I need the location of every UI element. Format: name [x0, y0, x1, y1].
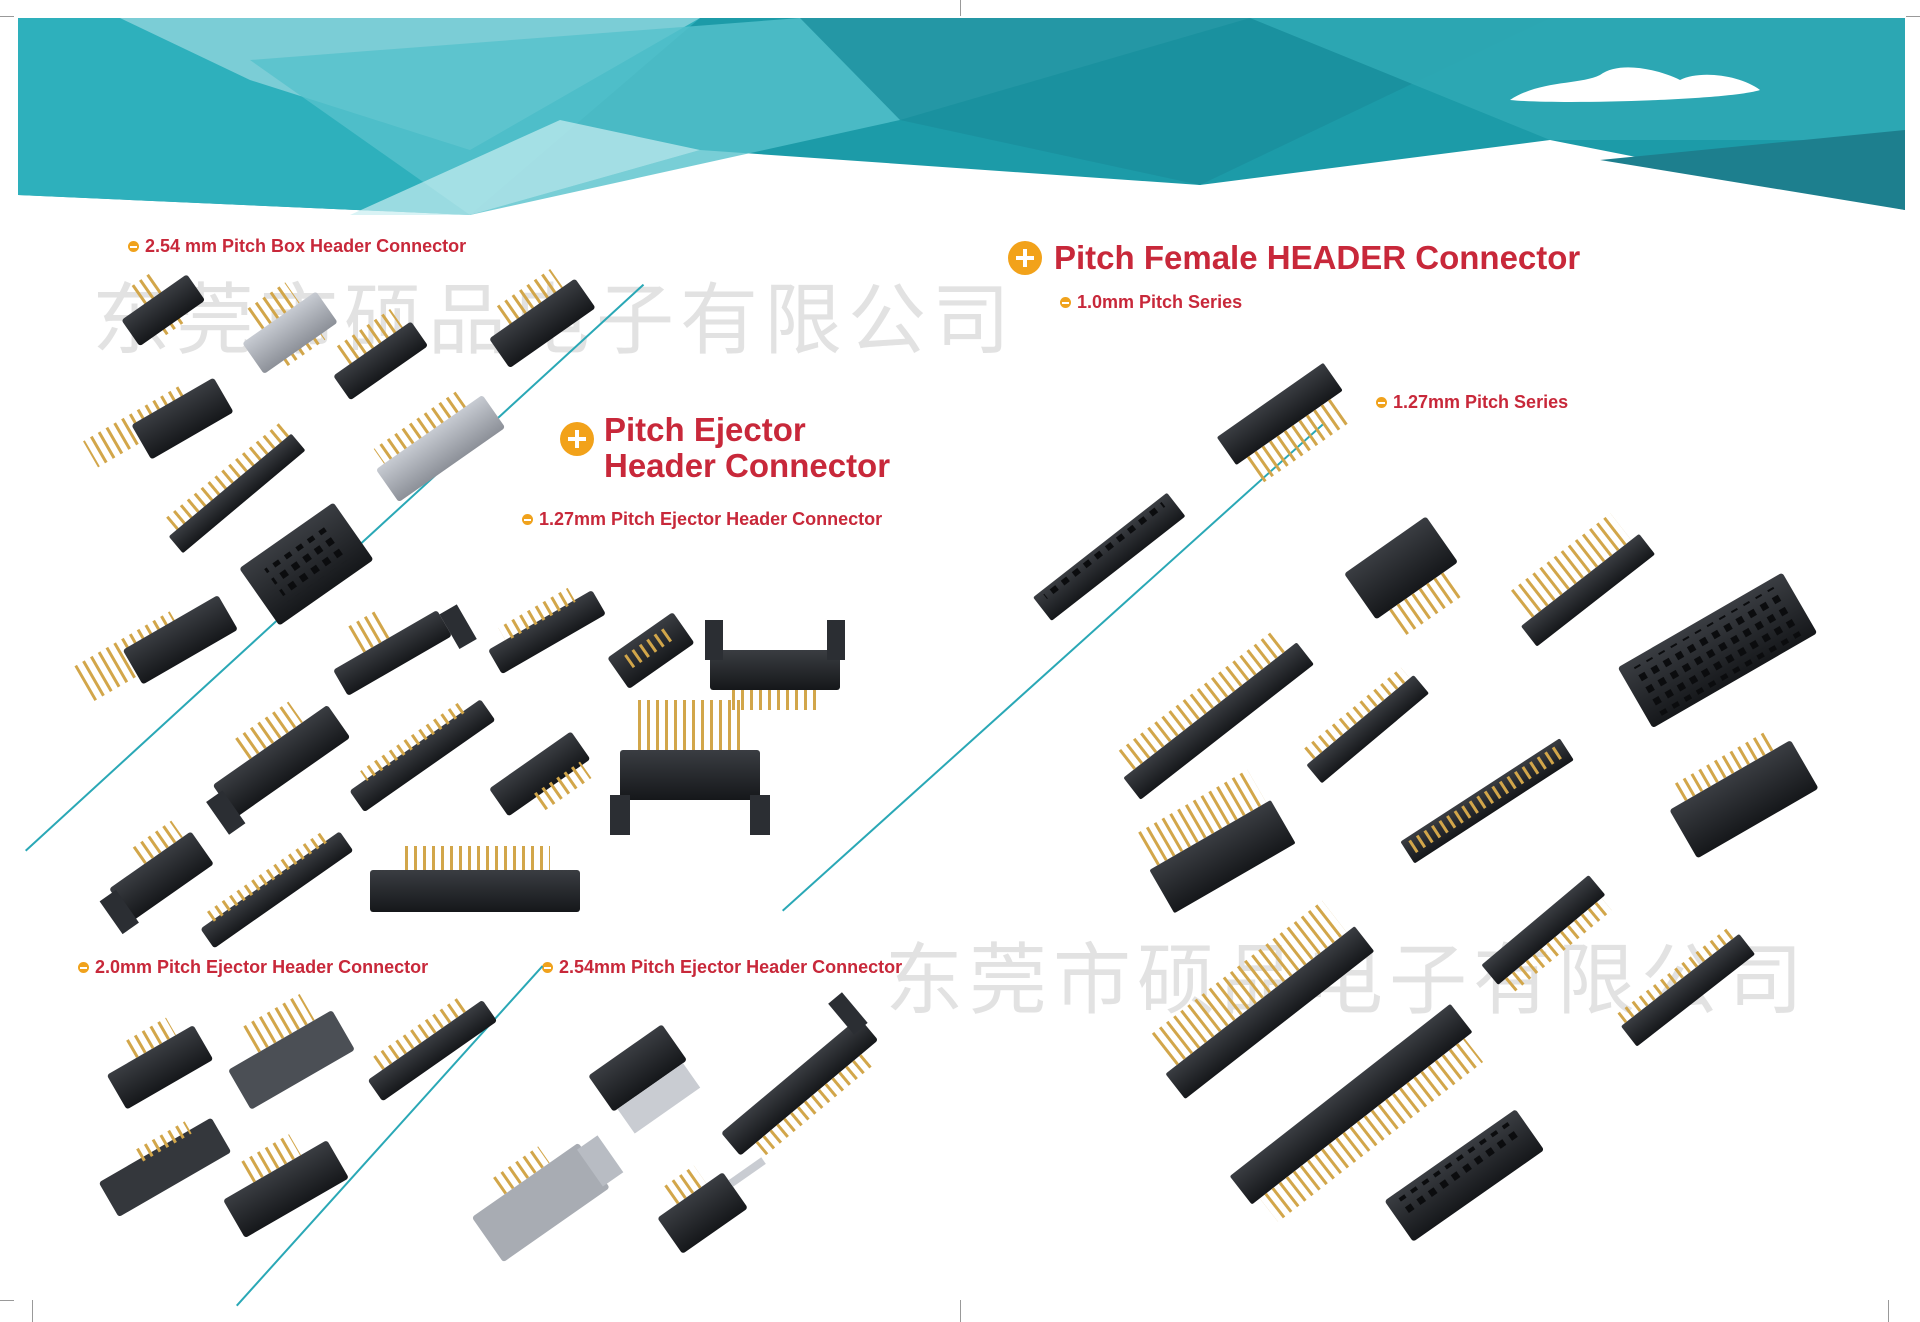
- ejector-127-label: 1.27mm Pitch Ejector Header Connector: [522, 509, 882, 530]
- ejector-20-label: 2.0mm Pitch Ejector Header Connector: [78, 957, 428, 978]
- female-header-connector: [1033, 493, 1185, 621]
- crop-mark: [960, 1300, 961, 1322]
- minus-circle-icon: [1376, 397, 1387, 408]
- ejector-127-connector: [705, 620, 845, 710]
- minus-circle-icon: [522, 514, 533, 525]
- ejector-127-connector: [206, 701, 350, 835]
- female-header-connector: [1217, 363, 1352, 484]
- ejector-254-connector: [589, 1025, 701, 1134]
- crop-mark: [960, 0, 961, 16]
- female-header-connector: [1116, 629, 1314, 799]
- female-header-connector: [1401, 739, 1574, 863]
- product-illustrations: [74, 269, 1818, 1262]
- crop-mark: [1888, 1300, 1889, 1322]
- minus-circle-icon: [542, 962, 553, 973]
- female-10-label: 1.0mm Pitch Series: [1060, 292, 1242, 313]
- header-banner: [0, 0, 1905, 215]
- box-header-connector: [83, 378, 233, 468]
- ejector-127-connector: [490, 732, 592, 816]
- ejector-127-connector: [370, 846, 580, 912]
- female-header-connector: [1148, 900, 1374, 1099]
- box-header-connector: [243, 282, 337, 373]
- ejector-20-connector: [368, 995, 497, 1101]
- box-header-connector: [74, 596, 237, 701]
- ejector-127-connector: [334, 604, 477, 695]
- box-header-connector: [373, 391, 505, 502]
- minus-circle-icon: [78, 962, 89, 973]
- box-header-connector: [166, 421, 305, 553]
- female-header-connector: [1618, 573, 1817, 728]
- minus-circle-icon: [1060, 297, 1071, 308]
- female-header-connector: [1617, 927, 1755, 1046]
- box-header-connector: [490, 269, 595, 367]
- female-header-connector: [1345, 517, 1463, 636]
- ejector-127-connector: [608, 613, 694, 688]
- ejector-20-connector: [99, 1118, 231, 1217]
- ejector-254-label: 2.54mm Pitch Ejector Header Connector: [542, 957, 902, 978]
- crop-mark: [32, 1300, 33, 1322]
- cloud-shape: [1510, 67, 1760, 102]
- ejector-254-connector: [472, 1135, 624, 1262]
- box-header-label: 2.54 mm Pitch Box Header Connector: [128, 236, 466, 257]
- ejector-section-title: Pitch Ejector Header Connector: [560, 412, 890, 484]
- ejector-127-connector: [489, 587, 605, 674]
- ejector-254-connector: [658, 1157, 766, 1253]
- ejector-127-connector: [201, 831, 353, 948]
- female-header-connector: [1507, 513, 1655, 646]
- female-header-connector: [1230, 1004, 1484, 1223]
- ejector-254-connector: [722, 992, 878, 1156]
- plus-circle-icon: [560, 422, 594, 456]
- female-header-connector: [1482, 875, 1612, 994]
- crop-mark: [0, 1300, 14, 1301]
- female-header-connector: [1385, 1110, 1544, 1241]
- box-header-connector: [122, 272, 205, 346]
- ejector-20-connector: [107, 1017, 213, 1109]
- female-section-title: Pitch Female HEADER Connector: [1008, 240, 1580, 276]
- ejector-20-connector: [224, 1134, 348, 1238]
- female-header-connector: [1134, 769, 1295, 913]
- female-127-label: 1.27mm Pitch Series: [1376, 392, 1568, 413]
- crop-mark: [1906, 16, 1920, 17]
- ejector-20-connector: [229, 994, 354, 1109]
- crop-mark: [0, 16, 14, 17]
- ejector-127-connector: [350, 700, 495, 812]
- plus-circle-icon: [1008, 241, 1042, 275]
- female-header-connector: [1301, 667, 1429, 783]
- female-header-connector: [1670, 730, 1818, 858]
- minus-circle-icon: [128, 241, 139, 252]
- box-header-connector: [240, 503, 373, 625]
- ejector-127-connector: [99, 820, 213, 935]
- ejector-127-connector: [610, 700, 770, 835]
- box-header-connector: [332, 309, 427, 400]
